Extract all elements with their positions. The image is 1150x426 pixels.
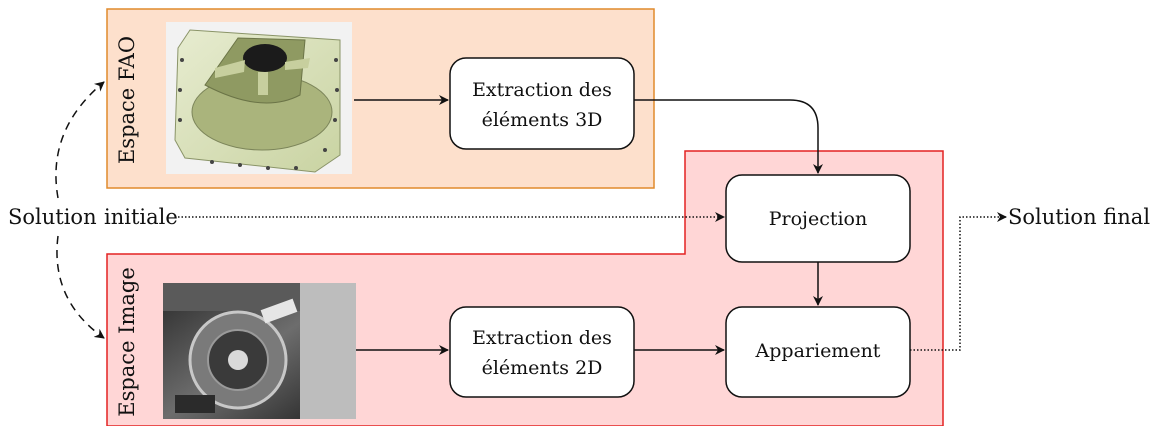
solution-initiale-word2: initiale bbox=[104, 205, 178, 229]
fao-region-label: Espace FAO bbox=[115, 36, 139, 164]
cad-part-image bbox=[166, 22, 352, 174]
extract-2d-label-line2: éléments 2D bbox=[482, 357, 603, 379]
edge-appariement-to-solution-finale bbox=[910, 212, 1007, 351]
edge-solution-to-fao-dashed bbox=[55, 81, 105, 199]
appariement-label: Appariement bbox=[755, 340, 881, 362]
extract-2d-node bbox=[449, 306, 635, 398]
solution-finale-label: Solution finale bbox=[1008, 205, 1150, 229]
machine-photo-image bbox=[163, 283, 356, 419]
extract-3d-node bbox=[449, 57, 635, 150]
extract-2d-label-line1: Extraction des bbox=[472, 327, 612, 349]
edge-solution-to-image-dashed bbox=[56, 235, 105, 339]
image-region-label: Espace Image bbox=[115, 267, 139, 417]
extract-3d-label-line1: Extraction des bbox=[472, 79, 612, 101]
projection-label: Projection bbox=[769, 208, 867, 230]
appariement-node bbox=[725, 306, 911, 398]
edge-extract3d-to-projection bbox=[634, 99, 823, 174]
solution-initiale-word1: Solution bbox=[8, 205, 97, 229]
extract-3d-label-line2: éléments 3D bbox=[482, 109, 603, 131]
